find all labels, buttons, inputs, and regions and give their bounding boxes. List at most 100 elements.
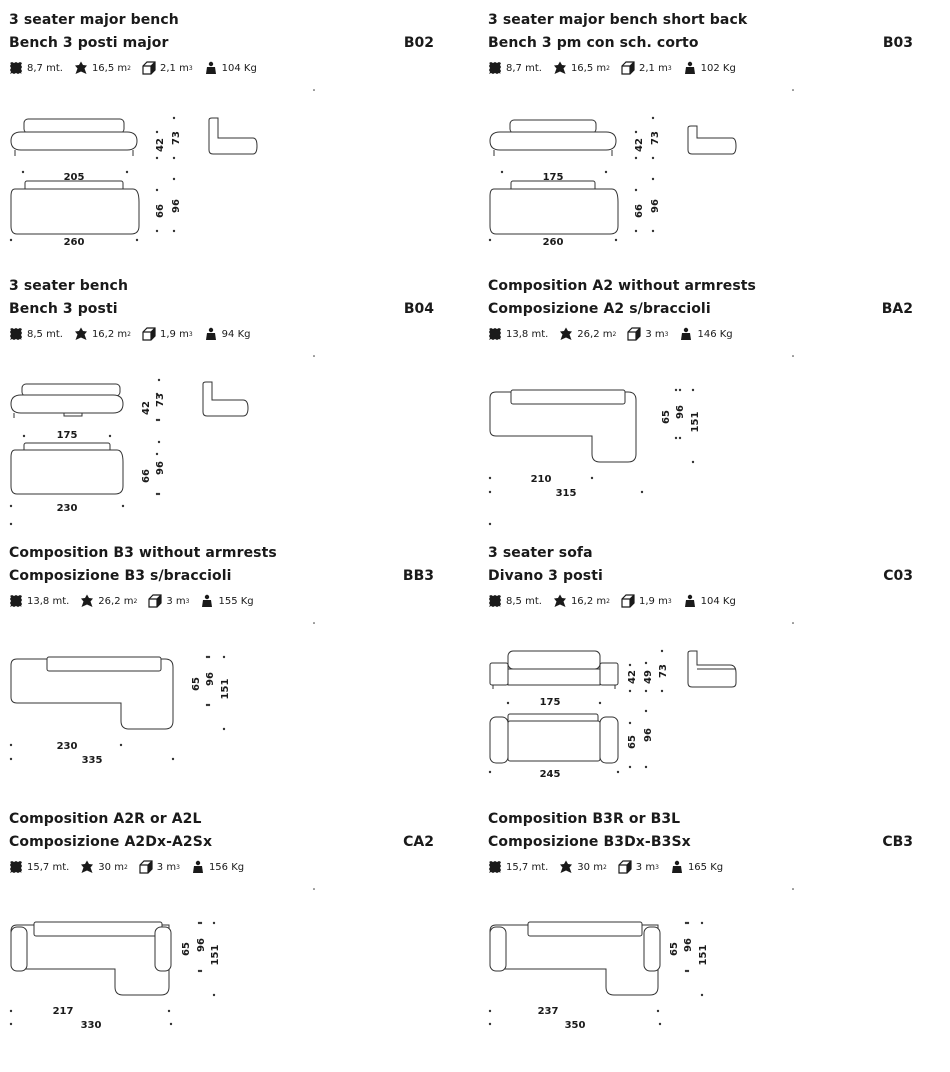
product-code: CB3 — [882, 834, 913, 850]
product-title-it: Bench 3 posti major — [9, 35, 169, 51]
weight-stat: 104 Kg — [683, 594, 736, 608]
product-title-it: Composizione B3Dx-B3Sx — [488, 834, 691, 850]
top-view — [10, 656, 174, 730]
technical-drawing: 210 315 65 96 151 — [488, 355, 794, 526]
product-code: C03 — [883, 568, 913, 584]
package-volume-icon — [618, 860, 632, 874]
dimension-label: 151 — [698, 945, 709, 966]
dimension-label: 65 — [669, 942, 680, 956]
weight-icon — [683, 61, 697, 75]
side-view — [687, 125, 737, 155]
side-view — [202, 381, 249, 417]
weight-stat: 165 Kg — [670, 860, 723, 874]
fabric-stat: 13,8 mt. — [9, 594, 69, 608]
weight-stat: 104 Kg — [204, 61, 257, 75]
technical-drawing: 205 42 73 260 66 96 — [9, 89, 315, 248]
dimension-label: 217 — [53, 1006, 74, 1017]
leather-hide-icon — [553, 61, 567, 75]
fabric-swatch-icon — [488, 594, 502, 608]
fabric-swatch-icon — [488, 327, 502, 341]
product-title-en: Composition B3R or B3L — [488, 811, 681, 827]
top-view — [10, 921, 172, 996]
product-panel-bb3: Composition B3 without armrests Composiz… — [9, 541, 434, 806]
dimension-label: 96 — [196, 938, 207, 952]
product-panel-b03: 3 seater major bench short back Bench 3 … — [488, 8, 913, 273]
product-title-it: Bench 3 posti — [9, 301, 118, 317]
dimension-dots — [9, 116, 176, 242]
product-code: BB3 — [402, 568, 434, 584]
weight-icon — [200, 594, 214, 608]
fabric-swatch-icon — [488, 61, 502, 75]
dimension-label: 230 — [57, 741, 78, 752]
leather-hide-icon — [80, 594, 94, 608]
front-view — [489, 119, 617, 156]
technical-drawing: 175 42 73 260 66 96 — [488, 89, 794, 248]
product-code: BA2 — [881, 301, 913, 317]
top-view — [489, 921, 661, 996]
package-volume-icon — [142, 327, 156, 341]
leather-hide-icon — [74, 61, 88, 75]
product-title-en: Composition A2 without armrests — [488, 278, 756, 294]
product-code: B04 — [403, 301, 434, 317]
fabric-stat: 15,7 mt. — [9, 860, 69, 874]
weight-icon — [204, 61, 218, 75]
package-volume-icon — [621, 61, 635, 75]
package-volume-icon — [148, 594, 162, 608]
technical-drawing: 175 42 73 230 66 96 — [9, 355, 315, 526]
dimension-dots — [9, 378, 161, 526]
weight-stat: 94 Kg — [204, 327, 250, 341]
front-view — [489, 650, 619, 689]
dimension-label: 42 — [627, 670, 638, 684]
product-panel-b04: 3 seater bench Bench 3 posti B04 8,5 mt.… — [9, 274, 434, 539]
top-view — [489, 389, 637, 463]
fabric-swatch-icon — [9, 61, 23, 75]
dimension-label: 42 — [634, 138, 645, 152]
product-title-en: 3 seater major bench short back — [488, 12, 748, 28]
fabric-swatch-icon — [488, 860, 502, 874]
dimension-label: 66 — [141, 469, 152, 483]
dimension-label: 42 — [141, 401, 152, 415]
fabric-swatch-icon — [9, 594, 23, 608]
leather-hide-icon — [559, 327, 573, 341]
dimension-label: 96 — [171, 199, 182, 213]
leather-hide-icon — [559, 860, 573, 874]
fabric-stat: 8,5 mt. — [488, 594, 542, 608]
technical-drawing: 175 42 49 73 245 65 96 — [488, 622, 794, 780]
dimension-label: 245 — [540, 769, 561, 780]
fabric-stat: 8,5 mt. — [9, 327, 63, 341]
technical-drawing: 237 350 65 96 151 — [488, 888, 794, 1031]
weight-icon — [679, 327, 693, 341]
product-title-it: Divano 3 posti — [488, 568, 603, 584]
weight-icon — [204, 327, 218, 341]
dimension-label: 96 — [155, 461, 166, 475]
dimension-label: 65 — [191, 677, 202, 691]
weight-stat: 155 Kg — [200, 594, 254, 608]
weight-stat: 156 Kg — [191, 860, 244, 874]
dimension-label: 66 — [155, 204, 166, 218]
product-title-en: 3 seater major bench — [9, 12, 179, 28]
dimension-label: 96 — [643, 728, 654, 742]
top-view — [10, 442, 124, 495]
dimension-label: 96 — [683, 938, 694, 952]
product-title-it: Composizione A2Dx-A2Sx — [9, 834, 213, 850]
dimension-dots — [488, 649, 664, 774]
product-panel-ca2: Composition A2R or A2L Composizione A2Dx… — [9, 807, 434, 1072]
weight-icon — [683, 594, 697, 608]
dimension-label: 260 — [64, 237, 85, 248]
weight-icon — [191, 860, 205, 874]
dimension-label: 260 — [543, 237, 564, 248]
dimension-label: 350 — [565, 1020, 586, 1031]
